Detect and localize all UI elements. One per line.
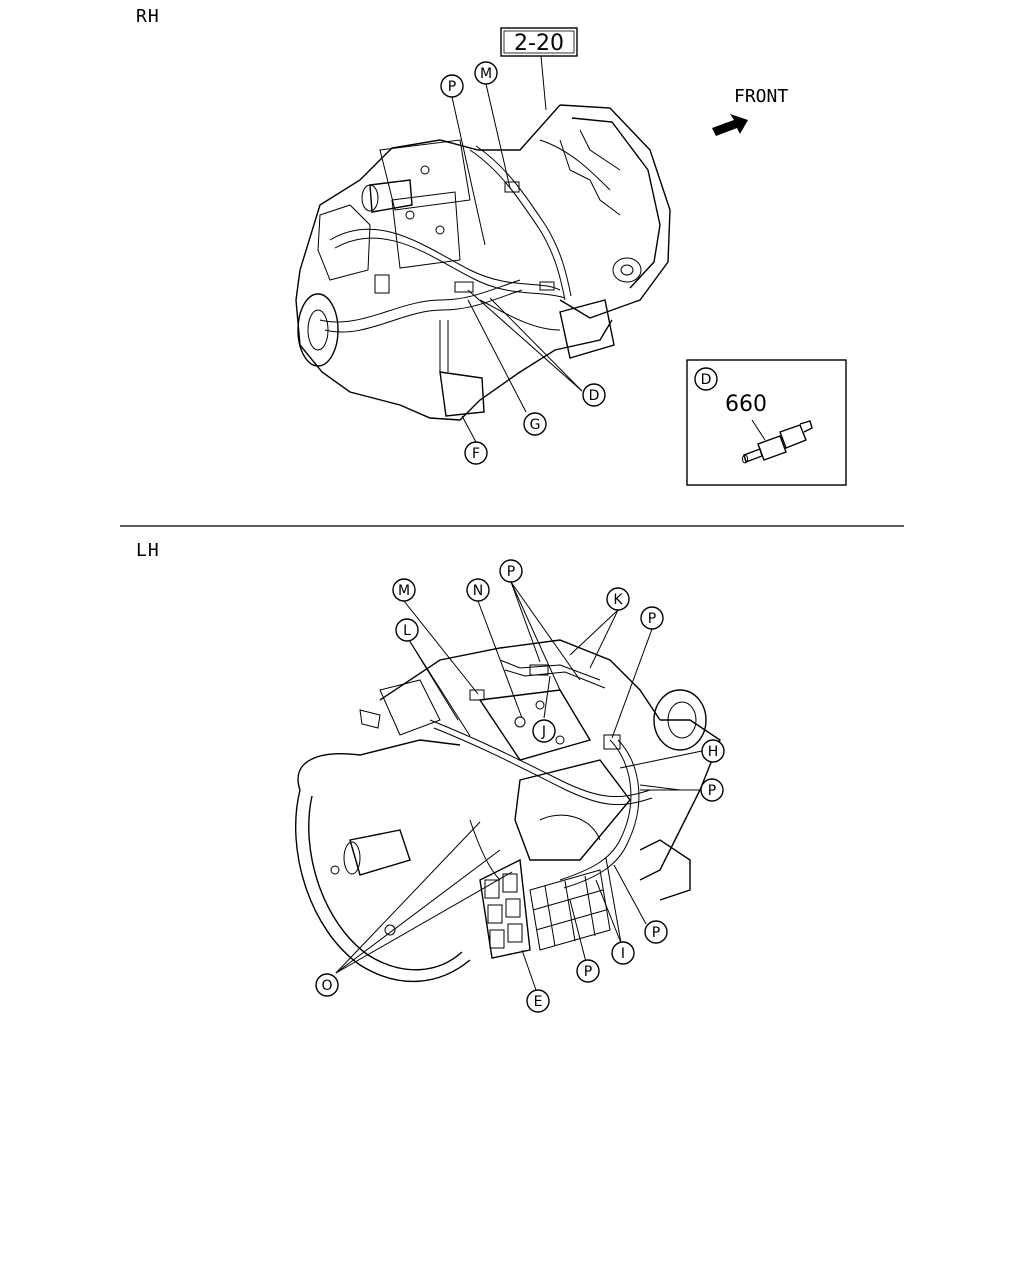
rh-callout-d: D (582, 383, 606, 407)
svg-text:P: P (507, 564, 515, 580)
svg-text:K: K (613, 592, 623, 608)
lh-callout-p-bottom: P (576, 959, 600, 983)
lh-callout-l: L (395, 618, 419, 642)
arrow-icon (712, 114, 748, 136)
rh-callout-f: F (464, 441, 488, 465)
lh-callout-p-upper-right: P (640, 606, 664, 630)
svg-text:G: G (530, 417, 541, 433)
rh-leader-lines (451, 55, 583, 443)
lh-callout-n: N (466, 578, 490, 602)
lh-section-title: LH (136, 540, 160, 561)
lh-callout-i: I (611, 941, 635, 965)
lh-callout-k: K (606, 587, 630, 611)
rh-callout-m: M (474, 61, 498, 85)
lh-transmission-illustration (294, 639, 721, 983)
lh-leader-lines (335, 581, 703, 991)
svg-text:I: I (621, 946, 625, 962)
rh-transmission-illustration (295, 104, 671, 421)
svg-text:F: F (472, 446, 480, 462)
lh-callout-p-right: P (700, 778, 724, 802)
svg-text:E: E (534, 994, 543, 1010)
svg-text:J: J (541, 724, 546, 740)
svg-text:P: P (648, 611, 656, 627)
reference-box: 2-20 (500, 27, 578, 57)
svg-text:N: N (473, 583, 483, 599)
svg-text:2-20: 2-20 (514, 31, 564, 56)
svg-text:L: L (403, 623, 411, 639)
rh-callout-p: P (440, 74, 464, 98)
svg-text:FRONT: FRONT (734, 86, 788, 107)
svg-text:H: H (708, 744, 719, 760)
svg-text:P: P (448, 79, 456, 95)
lh-callout-e: E (526, 989, 550, 1013)
front-indicator: FRONT (712, 86, 788, 136)
svg-text:P: P (584, 964, 592, 980)
rh-section-title: RH (136, 6, 160, 27)
svg-text:M: M (398, 583, 410, 599)
svg-text:P: P (652, 925, 660, 941)
lh-callout-p-lower-right: P (644, 920, 668, 944)
detail-d-box: D 660 (686, 359, 847, 486)
svg-text:M: M (480, 66, 492, 82)
svg-text:660: 660 (725, 392, 767, 417)
lh-callout-m: M (392, 578, 416, 602)
lh-callout-h: H (701, 739, 725, 763)
rh-callout-g: G (523, 412, 547, 436)
lh-callout-p-top: P (499, 559, 523, 583)
lh-callout-j: J (532, 719, 556, 743)
connector-part-illustration (742, 420, 813, 464)
lh-callout-o: O (315, 973, 339, 997)
svg-text:P: P (708, 783, 716, 799)
svg-text:D: D (589, 388, 600, 404)
svg-text:O: O (321, 978, 332, 994)
svg-text:D: D (701, 372, 712, 388)
